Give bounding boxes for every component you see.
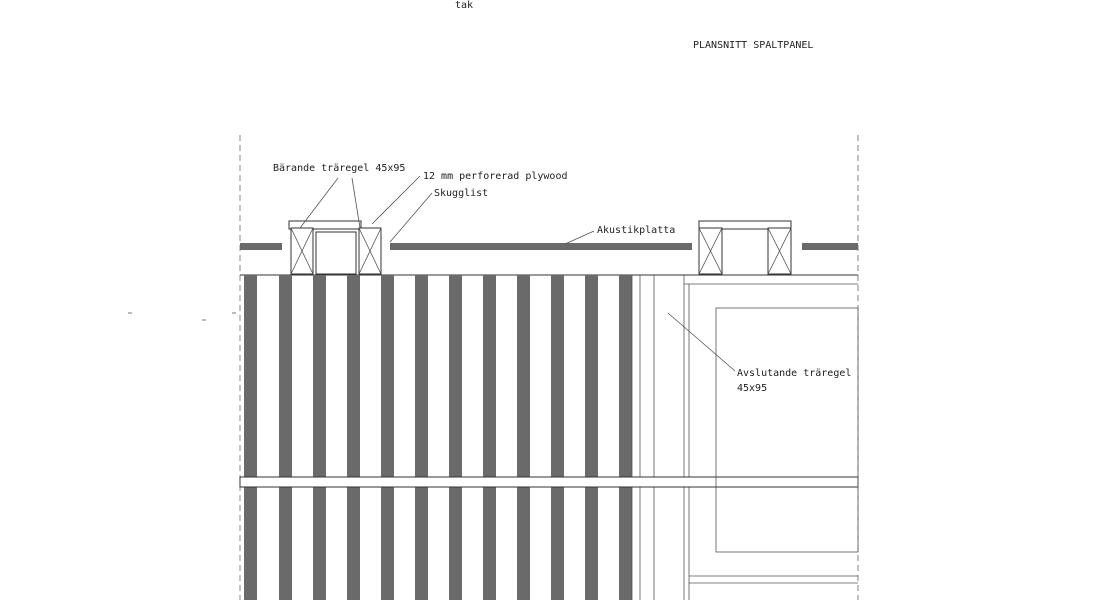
- leader-load-bearing-stud-2: [351, 177, 361, 229]
- horizontal-batten: [239, 476, 859, 488]
- perforated-plywood-label: 12 mm perforerad plywood: [423, 171, 568, 182]
- leader-load-bearing-stud: [299, 177, 339, 229]
- stud-group-left: [288, 220, 382, 275]
- acoustic-plate-center: [390, 243, 692, 250]
- leader-shadow-strip: [389, 192, 433, 243]
- end-stud-label-line1: Avslutande träregel: [737, 368, 851, 379]
- slat-array: [244, 275, 632, 600]
- frame-opening: [689, 307, 859, 584]
- leader-end-stud: [667, 312, 736, 372]
- shadow-strip-label: Skugglist: [434, 188, 488, 199]
- stud-group-right: [698, 220, 792, 275]
- acoustic-plate-right: [802, 243, 858, 250]
- acoustic-panel-label: Akustikplatta: [597, 225, 675, 236]
- drawing-title: PLANSNITT SPALTPANEL: [693, 40, 813, 51]
- end-stud-label-line2: 45x95: [737, 383, 767, 394]
- end-stud-strip: [631, 275, 690, 600]
- load-bearing-stud-label: Bärande träregel 45x95: [273, 163, 405, 174]
- top-fragment-label: tak: [455, 0, 473, 11]
- acoustic-plate-left: [240, 243, 282, 250]
- leader-acoustic-panel: [564, 230, 595, 245]
- leader-perforated-plywood: [371, 175, 421, 225]
